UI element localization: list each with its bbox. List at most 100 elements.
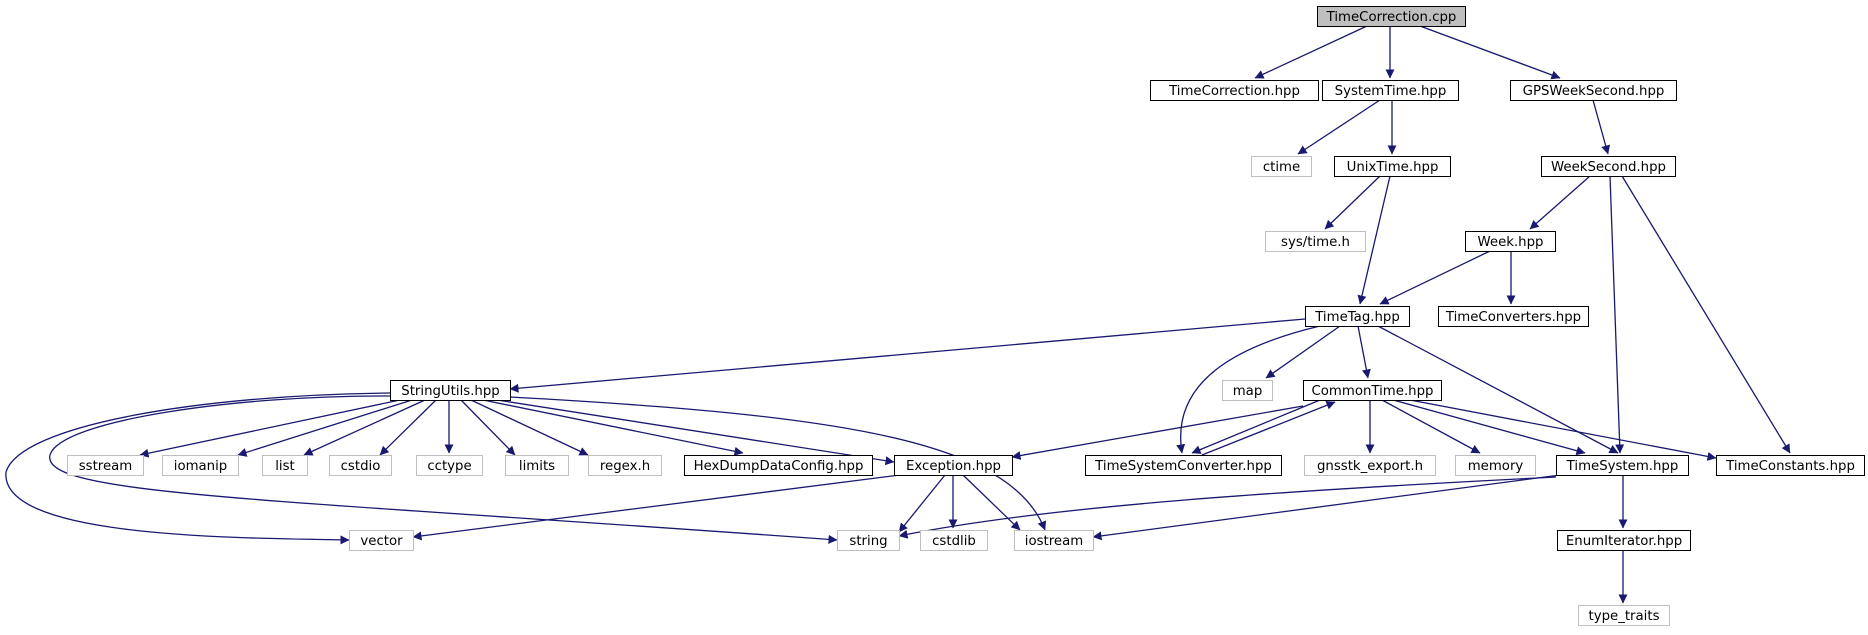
node-commontime_hpp[interactable]: CommonTime.hpp: [1303, 380, 1442, 401]
node-systemtime_hpp[interactable]: SystemTime.hpp: [1322, 80, 1459, 101]
edges-layer: [5, 25, 1791, 604]
node-type_traits: type_traits: [1578, 605, 1670, 626]
node-timetag_hpp[interactable]: TimeTag.hpp: [1305, 306, 1410, 327]
edge-stringutils_hpp-to-cstdio: [379, 399, 437, 456]
node-label: Exception.hpp: [906, 459, 1001, 474]
node-timeconverters_hpp[interactable]: TimeConverters.hpp: [1438, 306, 1589, 327]
node-string: string: [837, 530, 900, 551]
node-gpsweeksecond_hpp[interactable]: GPSWeekSecond.hpp: [1510, 80, 1677, 101]
edge-stringutils_hpp-to-iomanip: [237, 399, 413, 457]
node-cstdlib: cstdlib: [920, 530, 988, 551]
node-box: [1014, 530, 1094, 551]
node-label: TimeCorrection.hpp: [1168, 84, 1300, 99]
node-label: regex.h: [600, 459, 650, 474]
node-unixtime_hpp[interactable]: UnixTime.hpp: [1334, 156, 1451, 177]
node-label: TimeCorrection.cpp: [1326, 10, 1457, 25]
node-sys_time_h: sys/time.h: [1265, 231, 1366, 252]
node-label: TimeConstants.hpp: [1725, 459, 1855, 474]
edge-stringutils_hpp-to-hexdumpdataconfig_hpp: [482, 399, 744, 456]
node-box: [837, 530, 900, 551]
edge-exception_hpp-to-string: [898, 474, 946, 533]
node-label: SystemTime.hpp: [1335, 84, 1447, 99]
node-regex_h: regex.h: [588, 455, 662, 476]
node-stringutils_hpp[interactable]: StringUtils.hpp: [390, 380, 511, 401]
edge-timecorrection_cpp-to-timecorrection_hpp: [1254, 25, 1368, 79]
edge-stringutils_hpp-to-sstream: [139, 399, 401, 458]
edge-systemtime_hpp-to-ctime: [1297, 99, 1381, 155]
node-timecorrection_hpp[interactable]: TimeCorrection.hpp: [1150, 80, 1319, 101]
node-gnsstk_export_h: gnsstk_export.h: [1304, 455, 1436, 476]
edge-stringutils_hpp-to-iostream: [509, 396, 1047, 531]
node-box: [1303, 380, 1442, 401]
edge-stringutils_hpp-to-regex_h: [470, 399, 589, 456]
edge-commontime_hpp-to-timesystemconverter_hpp: [1191, 399, 1321, 454]
node-label: GPSWeekSecond.hpp: [1523, 84, 1665, 99]
node-label: memory: [1468, 459, 1524, 474]
node-timesystem_hpp[interactable]: TimeSystem.hpp: [1556, 455, 1689, 476]
edge-stringutils_hpp-to-limits: [460, 399, 516, 456]
edge-timetag_hpp-to-map: [1265, 325, 1341, 379]
edge-commontime_hpp-to-exception_hpp: [1011, 405, 1304, 460]
node-box: [684, 455, 873, 476]
edge-gpsweeksecond_hpp-to-weeksecond_hpp: [1592, 99, 1611, 155]
node-label: list: [275, 459, 295, 474]
node-box: [1334, 156, 1451, 177]
node-week_hpp[interactable]: Week.hpp: [1465, 231, 1556, 252]
edge-unixtime_hpp-to-timetag_hpp: [1357, 175, 1391, 305]
node-label: vector: [360, 534, 403, 549]
edge-weeksecond_hpp-to-timeconstants_hpp: [1621, 175, 1791, 454]
node-exception_hpp[interactable]: Exception.hpp: [894, 455, 1013, 476]
node-timecorrection_cpp[interactable]: TimeCorrection.cpp: [1317, 6, 1466, 27]
node-label: cstdio: [341, 459, 381, 474]
node-box: [1465, 231, 1556, 252]
node-box: [1557, 530, 1691, 551]
node-label: gnsstk_export.h: [1317, 459, 1423, 474]
node-limits: limits: [505, 455, 569, 476]
node-box: [1251, 156, 1312, 177]
node-label: type_traits: [1588, 609, 1659, 624]
node-timesystemconverter_hpp[interactable]: TimeSystemConverter.hpp: [1085, 455, 1282, 476]
edge-timecorrection_cpp-to-gpsweeksecond_hpp: [1419, 25, 1561, 80]
edge-timesystem_hpp-to-string: [898, 476, 1557, 539]
node-label: TimeConverters.hpp: [1445, 310, 1581, 325]
node-hexdumpdataconfig_hpp[interactable]: HexDumpDataConfig.hpp: [684, 455, 873, 476]
node-iomanip: iomanip: [162, 455, 239, 476]
edge-weeksecond_hpp-to-week_hpp: [1529, 175, 1591, 230]
node-box: [1455, 455, 1536, 476]
node-label: sstream: [79, 459, 133, 474]
node-label: iostream: [1025, 534, 1083, 549]
node-label: CommonTime.hpp: [1312, 384, 1434, 399]
edge-timesystem_hpp-to-iostream: [1092, 474, 1561, 541]
node-box: [1322, 80, 1459, 101]
edge-stringutils_hpp-to-exception_hpp: [496, 399, 895, 466]
edge-weeksecond_hpp-to-timesystem_hpp: [1609, 175, 1625, 454]
node-box: [1510, 80, 1677, 101]
node-ctime: ctime: [1251, 156, 1312, 177]
node-timeconstants_hpp[interactable]: TimeConstants.hpp: [1716, 455, 1865, 476]
edge-commontime_hpp-to-memory: [1381, 399, 1481, 454]
edge-unixtime_hpp-to-sys_time_h: [1324, 175, 1381, 230]
edge-commontime_hpp-to-timesystem_hpp: [1392, 399, 1586, 456]
node-label: HexDumpDataConfig.hpp: [694, 459, 864, 474]
node-box: [67, 455, 144, 476]
node-box: [1556, 455, 1689, 476]
node-box: [1541, 156, 1676, 177]
node-cstdio: cstdio: [329, 455, 392, 476]
node-box: [1305, 306, 1410, 327]
node-iostream: iostream: [1014, 530, 1094, 551]
node-box: [390, 380, 511, 401]
edge-exception_hpp-to-iostream: [962, 474, 1021, 531]
edge-exception_hpp-to-vector: [412, 474, 901, 541]
edge-timesystemconverter_hpp-to-commontime_hpp: [1201, 400, 1336, 456]
edge-stringutils_hpp-to-string: [49, 395, 838, 544]
node-weeksecond_hpp[interactable]: WeekSecond.hpp: [1541, 156, 1676, 177]
node-label: UnixTime.hpp: [1347, 160, 1439, 175]
node-box: [349, 530, 414, 551]
node-box: [1222, 380, 1273, 401]
node-label: TimeTag.hpp: [1314, 310, 1400, 325]
node-box: [1304, 455, 1436, 476]
node-label: ctime: [1263, 160, 1300, 175]
node-enumiterator_hpp[interactable]: EnumIterator.hpp: [1557, 530, 1691, 551]
node-map: map: [1222, 380, 1273, 401]
